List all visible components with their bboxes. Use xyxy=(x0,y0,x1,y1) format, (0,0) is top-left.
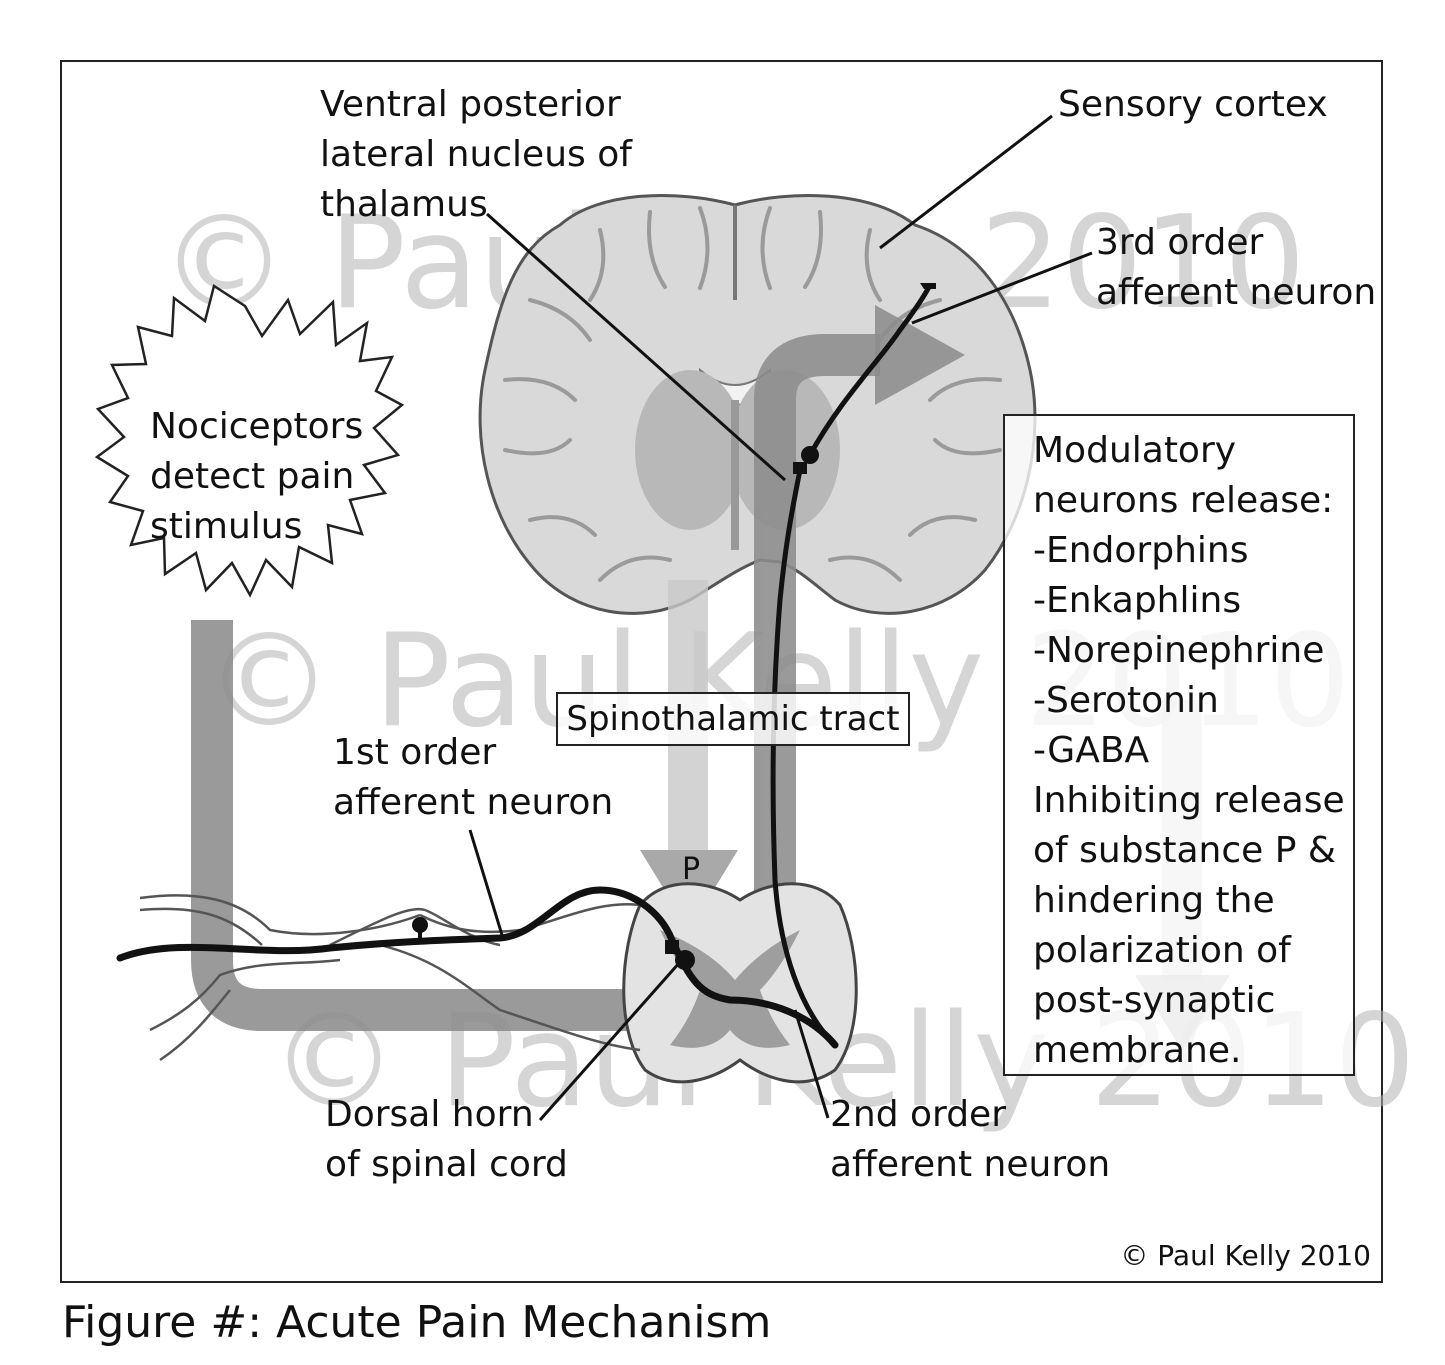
label-nociceptors-line2: detect pain xyxy=(150,456,355,497)
modulatory-line: -GABA xyxy=(1033,730,1150,771)
synapse-thalamus xyxy=(793,462,807,474)
second-order-cell-body xyxy=(675,950,695,970)
leader-third-order xyxy=(911,251,1093,325)
copyright-notice: © Paul Kelly 2010 xyxy=(1120,1239,1371,1272)
label-second-order-line2: afferent neuron xyxy=(830,1144,1111,1185)
leader-first-order xyxy=(468,829,504,936)
modulatory-line: Modulatory xyxy=(1033,430,1237,471)
label-first-order-line2: afferent neuron xyxy=(333,782,614,823)
modulatory-neurons-box: Modulatory neurons release: -Endorphins … xyxy=(1003,414,1355,1076)
leader-lines xyxy=(468,114,1093,1121)
synapse-cortex xyxy=(920,283,936,289)
modulatory-line: post-synaptic xyxy=(1033,980,1276,1021)
label-vpl-line3: thalamus xyxy=(320,184,488,225)
spinothalamic-tract-label: Spinothalamic tract xyxy=(556,692,910,746)
leader-second-order xyxy=(793,1009,830,1119)
modulatory-line: neurons release: xyxy=(1033,480,1334,521)
nociceptor-burst xyxy=(94,284,405,598)
thalamus-left xyxy=(635,370,745,530)
modulatory-line: polarization of xyxy=(1033,930,1291,971)
figure-caption: Figure #: Acute Pain Mechanism xyxy=(62,1297,772,1348)
modulatory-line: membrane. xyxy=(1033,1030,1242,1071)
label-third-order-line2: afferent neuron xyxy=(1096,272,1377,313)
leader-vpl xyxy=(486,212,786,482)
label-vpl-line1: Ventral posterior xyxy=(320,84,621,125)
label-vpl-line2: lateral nucleus of xyxy=(320,134,632,175)
modulatory-line: -Endorphins xyxy=(1033,530,1249,571)
modulatory-line: -Enkaphlins xyxy=(1033,580,1242,621)
label-dorsal-horn-line2: of spinal cord xyxy=(325,1144,568,1185)
label-dorsal-horn-line1: Dorsal horn xyxy=(325,1094,534,1135)
third-order-neuron xyxy=(807,283,933,457)
leader-dorsal-horn xyxy=(538,961,682,1121)
leader-sensory-cortex xyxy=(879,114,1053,250)
modulatory-line: -Serotonin xyxy=(1033,680,1219,721)
modulatory-line: of substance P & xyxy=(1033,830,1336,871)
label-second-order-line1: 2nd order xyxy=(830,1094,1007,1135)
label-sensory-cortex: Sensory cortex xyxy=(1058,84,1328,125)
figure-frame xyxy=(60,60,1383,1283)
modulatory-line: hindering the xyxy=(1033,880,1275,921)
substance-p-label: P xyxy=(682,852,701,887)
second-order-neuron xyxy=(770,469,837,1047)
first-order-cell-body xyxy=(412,917,428,933)
label-first-order-line1: 1st order xyxy=(333,732,497,773)
synapse-dorsal-horn xyxy=(665,940,679,954)
modulatory-line: Inhibiting release xyxy=(1033,780,1345,821)
label-third-order-line1: 3rd order xyxy=(1096,222,1264,263)
label-nociceptors-line3: stimulus xyxy=(150,506,303,547)
spinal-cord-section xyxy=(622,882,858,1084)
gray-matter xyxy=(660,930,800,1048)
modulatory-line: -Norepinephrine xyxy=(1033,630,1325,671)
label-nociceptors-line1: Nociceptors xyxy=(150,406,364,447)
